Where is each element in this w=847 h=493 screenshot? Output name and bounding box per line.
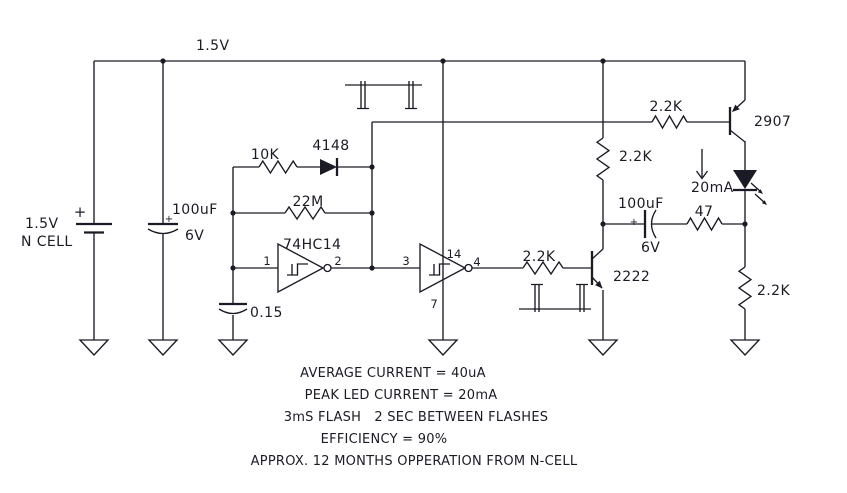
transistor-2222-label: 2222 — [613, 269, 650, 285]
npn-base-resistor-label: 2.2K — [522, 249, 555, 265]
pump-cap-voltage-label: 6V — [641, 240, 660, 256]
pump-capacitor — [643, 209, 657, 239]
battery-voltage-label: 1.5V — [25, 216, 58, 232]
timing-capacitor — [218, 302, 248, 315]
series-resistor-label: 47 — [695, 204, 714, 220]
timing-cap-label: 0.15 — [250, 305, 283, 321]
bulk-cap-value-label: 100uF — [172, 202, 218, 218]
current-arrow-icon — [695, 149, 709, 180]
unused-gate-symbol-top — [345, 81, 422, 110]
transistor-2907-label: 2907 — [754, 114, 791, 130]
note-battery-life: APPROX. 12 MONTHS OPPERATION FROM N-CELL — [251, 454, 578, 469]
pullup-resistor-label: 2.2K — [619, 149, 652, 165]
pin-7-label: 7 — [430, 297, 437, 311]
bulk-cap-voltage-label: 6V — [185, 228, 204, 244]
pump-cap-plus-sign: + — [630, 217, 638, 228]
pnp-base-resistor-label: 2.2K — [649, 99, 682, 115]
ground-icon — [587, 339, 619, 356]
resistor-10k-label: 10K — [251, 147, 280, 163]
pin-1-label: 1 — [263, 254, 270, 268]
ground-symbols — [78, 339, 761, 356]
ground-icon — [427, 339, 459, 356]
pin-2-label: 2 — [334, 254, 341, 268]
diode-4148-label: 4148 — [312, 138, 349, 154]
resistor-47 — [686, 216, 723, 232]
peak-current-label: 20mA — [691, 180, 734, 196]
ground-icon — [78, 339, 110, 356]
resistor-2.2k-pullup — [595, 137, 611, 181]
battery-plus-sign: + — [74, 203, 87, 221]
resistor-2.2k-npn-base — [522, 260, 564, 276]
hysteresis-icon — [287, 263, 308, 276]
led — [733, 170, 767, 205]
notes-block: AVERAGE CURRENT = 40uA PEAK LED CURRENT … — [251, 366, 578, 469]
led-emission-arrows-icon — [750, 182, 767, 205]
pin-14-label: 14 — [447, 247, 462, 261]
junction-dots — [160, 58, 748, 271]
resistor-22m-label: 22M — [292, 194, 323, 210]
circuit-wires — [93, 60, 746, 340]
resistor-22m — [284, 205, 326, 221]
inverter-1 — [277, 242, 332, 294]
transistor-2222 — [590, 248, 604, 289]
ground-icon — [217, 339, 249, 356]
rail-voltage-label: 1.5V — [196, 38, 229, 54]
note-average-current: AVERAGE CURRENT = 40uA — [300, 366, 486, 381]
note-flash-timing: 3mS FLASH 2 SEC BETWEEN FLASHES — [284, 410, 549, 425]
bulk-capacitor — [147, 222, 179, 235]
battery-n-cell — [76, 222, 112, 234]
inverter-2 — [419, 242, 473, 294]
resistor-10k — [258, 159, 298, 175]
ground-icon — [147, 339, 179, 356]
bulk-cap-plus-sign: + — [165, 214, 173, 225]
pump-cap-value-label: 100uF — [618, 196, 664, 212]
hysteresis-icon — [429, 263, 450, 276]
ic-74hc14-label: 74HC14 — [283, 237, 341, 253]
diode-4148 — [320, 158, 339, 176]
load-resistor-label: 2.2K — [757, 283, 790, 299]
transistor-2907 — [728, 99, 746, 143]
resistor-2.2k-pnp-base — [651, 114, 688, 130]
pin-3-label: 3 — [402, 254, 409, 268]
resistor-2.2k-load — [737, 266, 753, 310]
ground-icon — [729, 339, 761, 356]
unused-gate-symbol-bottom — [519, 283, 591, 312]
battery-name-label: N CELL — [21, 234, 73, 250]
pin-4-label: 4 — [473, 255, 480, 269]
note-efficiency: EFFICIENCY = 90% — [321, 432, 448, 447]
note-peak-current: PEAK LED CURRENT = 20mA — [305, 388, 498, 403]
